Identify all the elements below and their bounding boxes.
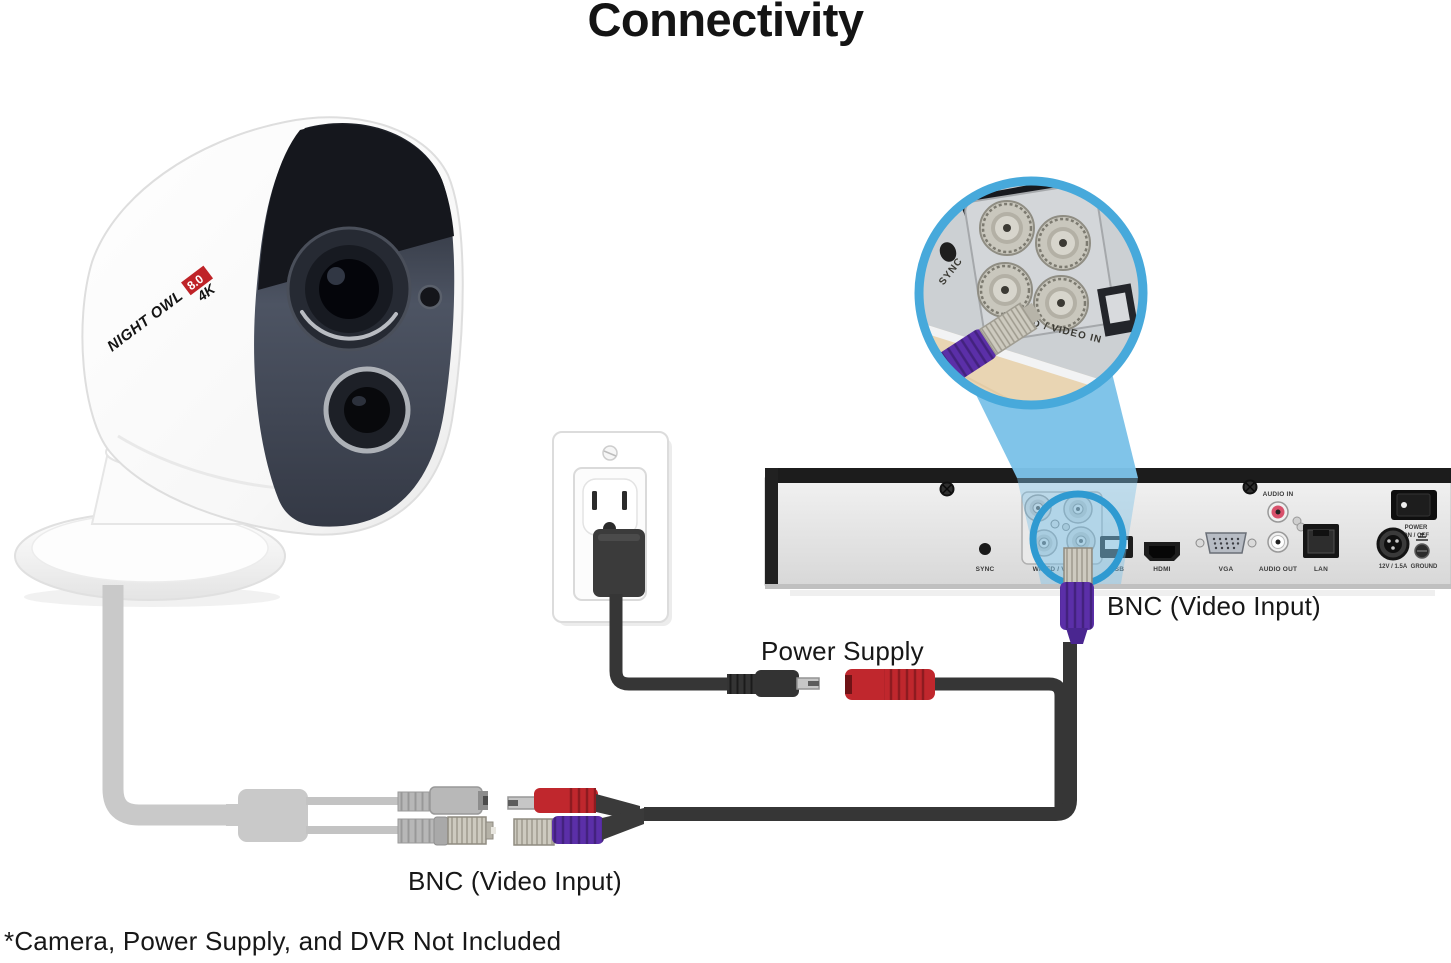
security-camera: NIGHT OWL 8.0 4K [14,116,464,607]
video-extension-cable [644,642,1077,821]
camera-power-connector-gray [397,786,488,815]
dvr-panel-badge [1050,519,1060,529]
camera-lens-silver-arc [300,310,398,341]
dvr-port-label-vga: VGA [1219,566,1234,573]
cable-splitter-block [238,789,308,842]
camera-cable [102,585,242,826]
dvr-port-label-video-in: WIRED / VIDEO IN [1033,566,1092,573]
power-supply-jack-red [845,669,935,700]
dvr-bnc-plug-purple [1060,547,1094,644]
dvr-vga-port: VGA [1195,532,1257,573]
camera-cable-assembly [102,585,644,846]
outlet-slot-right [622,491,627,510]
power-supply-connectors [727,669,935,700]
outlet-screw [602,445,618,461]
power-adapter [593,529,645,597]
power-supply-plug-black [727,670,820,697]
inset-bnc-3 [977,262,1033,318]
power-extension-cable [932,677,1068,812]
dvr-screw-right [1242,479,1258,495]
dvr-port-label-hdmi: HDMI [1153,566,1170,573]
inset-bnc-4 [1033,275,1089,331]
inset-bnc-1 [979,200,1035,256]
page-title: Connectivity [587,0,864,46]
dvr-port-label-audio-in: AUDIO IN [1263,491,1294,498]
extension-bnc-connector-purple [513,808,644,846]
cable-runs-black [609,594,1077,821]
inset-sync-button [939,242,957,262]
inset-bnc-2 [1035,215,1091,271]
dvr-screw-left [939,481,955,497]
dvr-back-panel: SYNC [764,468,1451,596]
power-adapter-highlight [598,534,640,541]
dvr-panel-screw [1062,523,1070,531]
dvr-left-edge [765,468,778,587]
dvr-port-label-lan: LAN [1314,566,1328,573]
camera-bnc-connector-gray [397,816,496,846]
camera-badge-box [181,265,214,296]
outlet-ground-hole [603,522,616,529]
dvr-port-label-sync: SYNC [976,566,995,573]
dvr-power-switch: POWER ON / OFF [1391,490,1437,539]
dvr-hdmi-port: HDMI [1144,542,1180,573]
footnote: *Camera, Power Supply, and DVR Not Inclu… [4,926,562,956]
dvr-audio-in-port: AUDIO IN [1263,491,1294,523]
dvr-sync-button [979,543,991,555]
dvr-floor-shadow [790,590,1435,596]
camera-pir-highlight [352,396,366,406]
bnc-video-input-camera-label: BNC (Video Input) [408,866,622,896]
wall-outlet [552,431,672,626]
adapter-cable [609,594,728,691]
dvr-label-on-off: ON / OFF [1403,533,1429,539]
dvr-bottom-edge [765,584,1451,589]
inset-usb-port [1097,283,1139,337]
power-supply-label: Power Supply [761,636,924,666]
dvr-lan-port: LAN [1303,524,1339,573]
camera-pir-dome [344,387,390,433]
dvr-power-jack: 12V / 1.5A [1376,527,1410,570]
magnifier-inset: SYNC WIRED / VIDEO IN [914,176,1148,410]
magnifier-inset-photo: SYNC WIRED / VIDEO IN [919,181,1143,405]
dvr-bnc-port-2 [1063,494,1093,524]
bnc-video-input-dvr-label: BNC (Video Input) [1107,591,1321,621]
camera-lens-highlight [327,267,345,285]
dvr-label-power-jack: 12V / 1.5A [1379,564,1408,570]
dvr-port-label-usb: USB [1110,566,1124,573]
dvr-audio-out-port: AUDIO OUT [1259,531,1297,573]
dvr-label-power: POWER [1405,525,1428,531]
dvr-ground-screw: GROUND [1411,533,1438,570]
dvr-label-ground: GROUND [1411,564,1438,570]
camera-light-sensor [417,284,443,310]
camera-lens-glass [319,259,379,319]
dvr-port-label-audio-out: AUDIO OUT [1259,566,1297,573]
magnifier-inset-border [914,176,1148,410]
outlet-slot-left [592,491,597,510]
extension-power-plug-red [507,788,640,822]
